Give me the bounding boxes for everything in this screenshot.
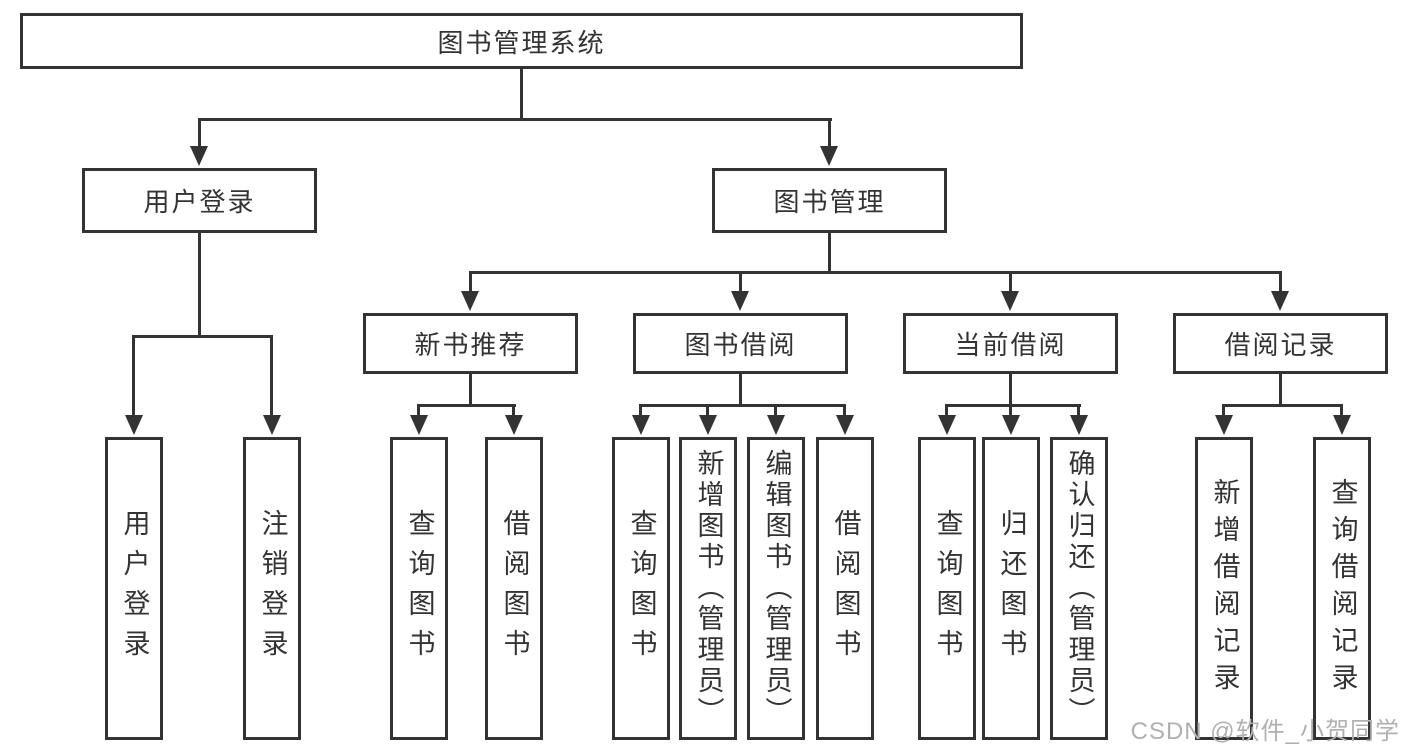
leaf-label: 借阅图书 xyxy=(830,508,861,669)
leaf-label: 查询图书 xyxy=(626,508,657,669)
node-book-borrow: 图书借阅 xyxy=(633,313,848,374)
leaf-label: 查询图书 xyxy=(404,508,435,669)
node-root: 图书管理系统 xyxy=(20,13,1023,69)
connector-drop-user-login xyxy=(198,118,201,148)
node-user-login-label: 用户登录 xyxy=(143,187,256,217)
leaf-edit-book-admin: 编辑图书（管理员） xyxy=(747,437,805,740)
connector-drop-leaf xyxy=(417,404,420,417)
arrow-down-icon xyxy=(938,415,956,435)
connector-bookborrow-hline xyxy=(639,404,846,407)
connector-drop-leaf xyxy=(1009,404,1012,417)
leaf-label: 确认归还（管理员） xyxy=(1064,449,1095,728)
leaf-label: 查询借阅记录 xyxy=(1327,477,1358,700)
connector-drop-leaf xyxy=(843,404,846,417)
node-current-borrow: 当前借阅 xyxy=(903,313,1118,374)
arrow-down-icon xyxy=(125,415,143,435)
connector-currentborrow-vline xyxy=(1009,374,1012,407)
arrow-down-icon xyxy=(820,146,838,166)
leaf-label: 编辑图书（管理员） xyxy=(761,449,792,728)
arrow-down-icon xyxy=(461,291,479,311)
connector-drop-leaf xyxy=(706,404,709,417)
arrow-down-icon xyxy=(767,415,785,435)
arrow-down-icon xyxy=(699,415,717,435)
node-book-management: 图书管理 xyxy=(712,168,947,233)
node-new-book-label: 新书推荐 xyxy=(414,330,527,360)
connector-drop-leaf xyxy=(512,404,515,417)
connector-currentborrow-hline xyxy=(945,404,1081,407)
leaf-label: 借阅图书 xyxy=(499,508,530,669)
connector-root-vline xyxy=(520,69,523,121)
connector-drop-leaf xyxy=(132,335,135,417)
connector-userlogin-hline xyxy=(132,335,273,338)
csdn-watermark: CSDN @软件_小贺同学 xyxy=(1130,718,1400,745)
connector-drop-leaf xyxy=(1340,404,1343,417)
connector-drop-borrow-record xyxy=(1279,271,1282,293)
connector-root-hline xyxy=(198,118,832,121)
node-current-borrow-label: 当前借阅 xyxy=(954,330,1067,360)
leaf-borrow-query-book: 查询图书 xyxy=(612,437,670,740)
leaf-user-login: 用户登录 xyxy=(105,437,163,740)
leaf-add-borrow-record: 新增借阅记录 xyxy=(1195,437,1253,740)
connector-drop-current-borrow xyxy=(1009,271,1012,293)
connector-drop-book-borrow xyxy=(739,271,742,293)
arrow-down-icon xyxy=(1333,415,1351,435)
connector-bookmgmt-vline xyxy=(828,233,831,274)
connector-borrowrecord-hline xyxy=(1222,404,1343,407)
connector-bookmgmt-hline xyxy=(469,271,1282,274)
connector-newbook-hline xyxy=(417,404,516,407)
connector-drop-leaf xyxy=(1222,404,1225,417)
leaf-label: 注销登录 xyxy=(257,508,288,669)
arrow-down-icon xyxy=(505,415,523,435)
leaf-logout: 注销登录 xyxy=(243,437,301,740)
connector-borrowrecord-vline xyxy=(1279,374,1282,407)
leaf-confirm-return-admin: 确认归还（管理员） xyxy=(1050,437,1108,740)
leaf-borrow-book: 借阅图书 xyxy=(816,437,874,740)
node-root-label: 图书管理系统 xyxy=(437,27,606,58)
node-user-login: 用户登录 xyxy=(82,168,317,233)
leaf-query-borrow-record: 查询借阅记录 xyxy=(1313,437,1371,740)
leaf-newbook-query-book: 查询图书 xyxy=(390,437,448,740)
leaf-newbook-borrow-book: 借阅图书 xyxy=(485,437,543,740)
connector-drop-new-book xyxy=(469,271,472,293)
node-borrow-record-label: 借阅记录 xyxy=(1224,330,1337,360)
arrow-down-icon xyxy=(410,415,428,435)
leaf-label: 新增借阅记录 xyxy=(1209,477,1240,700)
arrow-down-icon xyxy=(632,415,650,435)
arrow-down-icon xyxy=(731,291,749,311)
arrow-down-icon xyxy=(1271,291,1289,311)
arrow-down-icon xyxy=(1001,291,1019,311)
connector-drop-leaf xyxy=(945,404,948,417)
arrow-down-icon xyxy=(1070,415,1088,435)
connector-userlogin-vline xyxy=(198,233,201,338)
arrow-down-icon xyxy=(836,415,854,435)
node-book-management-label: 图书管理 xyxy=(773,187,886,217)
leaf-label: 归还图书 xyxy=(996,508,1027,669)
arrow-down-icon xyxy=(1002,415,1020,435)
leaf-return-book: 归还图书 xyxy=(982,437,1040,740)
node-new-book-recommend: 新书推荐 xyxy=(363,313,578,374)
arrow-down-icon xyxy=(190,146,208,166)
connector-drop-leaf xyxy=(774,404,777,417)
leaf-add-book-admin: 新增图书（管理员） xyxy=(679,437,737,740)
arrow-down-icon xyxy=(1215,415,1233,435)
leaf-label: 查询图书 xyxy=(932,508,963,669)
connector-drop-leaf xyxy=(270,335,273,417)
connector-newbook-vline xyxy=(469,374,472,407)
leaf-label: 用户登录 xyxy=(119,508,150,669)
node-book-borrow-label: 图书借阅 xyxy=(684,330,797,360)
arrow-down-icon xyxy=(263,415,281,435)
connector-drop-leaf xyxy=(639,404,642,417)
leaf-label: 新增图书（管理员） xyxy=(693,449,724,728)
connector-bookborrow-vline xyxy=(739,374,742,407)
leaf-current-query-book: 查询图书 xyxy=(918,437,976,740)
node-borrow-record: 借阅记录 xyxy=(1173,313,1388,374)
connector-drop-leaf xyxy=(1077,404,1080,417)
connector-drop-book-management xyxy=(828,118,831,148)
